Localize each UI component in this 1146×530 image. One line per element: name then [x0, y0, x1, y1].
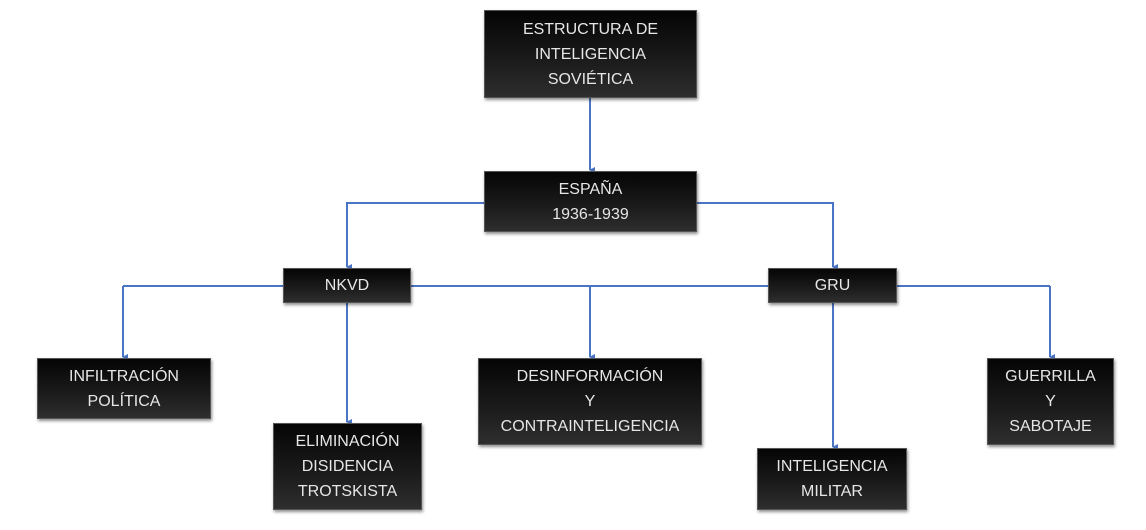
node-label: INTELIGENCIA — [776, 458, 888, 475]
connector-spain-nkvd — [346, 202, 484, 270]
node-gru: GRU — [768, 268, 897, 303]
node-label: Y — [584, 393, 596, 410]
node-infiltration: INFILTRACIÓN POLÍTICA — [37, 358, 211, 419]
node-label: INFILTRACIÓN — [69, 367, 179, 385]
node-label: INTELIGENCIA — [534, 45, 647, 63]
node-label: NKVD — [324, 277, 370, 294]
node-label: 1936-1939 — [552, 205, 629, 223]
node-guerrilla: GUERRILLA Y SABOTAJE — [987, 358, 1114, 445]
node-label: Y — [1045, 393, 1056, 410]
node-label: DISIDENCIA — [301, 458, 394, 475]
node-label: SABOTAJE — [1009, 418, 1092, 435]
node-label: POLÍTICA — [87, 392, 161, 410]
node-label: ESTRUCTURA DE — [522, 20, 659, 38]
node-label: ELIMINACIÓN — [295, 433, 400, 450]
node-label: DESINFORMACIÓN — [516, 368, 664, 385]
node-label: TROTSKISTA — [297, 483, 398, 500]
node-label: GRU — [814, 277, 851, 294]
node-label: GUERRILLA — [1005, 368, 1096, 385]
node-spain: ESPAÑA 1936-1939 — [484, 171, 697, 232]
node-root: ESTRUCTURA DE INTELIGENCIA SOVIÉTICA — [484, 10, 697, 98]
node-label: MILITAR — [801, 483, 863, 500]
node-disinformation: DESINFORMACIÓN Y CONTRAINTELIGENCIA — [478, 358, 702, 445]
node-label: CONTRAINTELIGENCIA — [500, 418, 680, 435]
node-label: ESPAÑA — [558, 180, 623, 198]
connector-spain-gru — [697, 202, 838, 270]
node-nkvd: NKVD — [283, 268, 411, 303]
node-military: INTELIGENCIA MILITAR — [757, 448, 907, 510]
node-label: SOVIÉTICA — [547, 70, 634, 88]
node-elimination: ELIMINACIÓN DISIDENCIA TROTSKISTA — [273, 423, 422, 510]
